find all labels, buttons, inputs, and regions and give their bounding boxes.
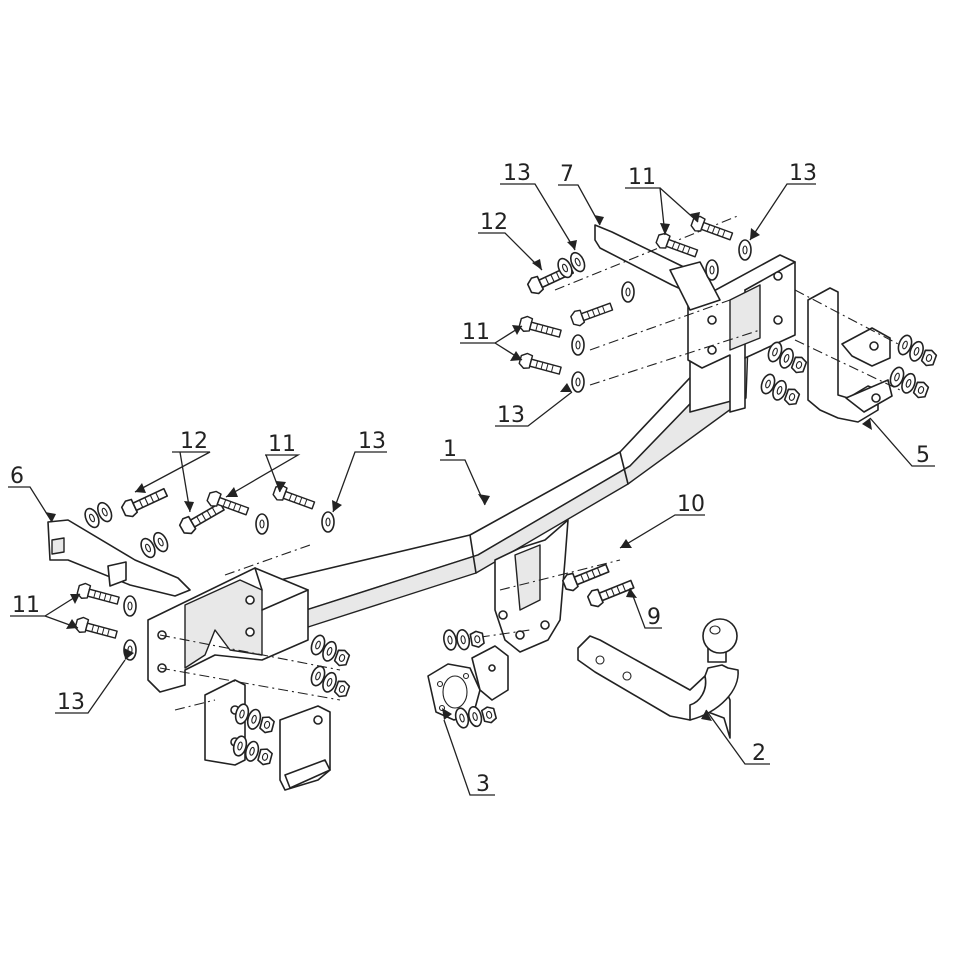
left-side-bracket — [47, 519, 191, 597]
callout-13-right-top-right: 13 — [789, 161, 817, 186]
washer-right-top-2 — [705, 259, 719, 281]
nuts-right-plate-b — [758, 373, 802, 407]
tow-ball — [577, 618, 739, 739]
nuts-left-plate-b — [308, 665, 352, 699]
washers-left-a — [81, 499, 116, 531]
callout-10: 10 — [677, 492, 705, 517]
callout-12-left: 12 — [180, 429, 208, 454]
callout-13-right-top-left: 13 — [503, 161, 531, 186]
callout-11-left-mid: 11 — [12, 593, 40, 618]
bolt-10 — [560, 558, 612, 594]
washer-right-mid — [621, 281, 635, 303]
washer-right-a — [571, 334, 585, 356]
socket-plate — [427, 645, 509, 721]
bolt-11-right-a — [517, 314, 563, 342]
callout-arrowheads — [45, 212, 872, 721]
callout-3: 3 — [476, 772, 490, 797]
callout-1: 1 — [443, 437, 457, 462]
callout-5: 5 — [916, 443, 930, 468]
bolt-11-right-b — [517, 351, 563, 379]
nuts-right-plate-a — [765, 341, 809, 375]
bolt-11-left-a — [75, 581, 121, 609]
right-side-bracket — [594, 224, 721, 311]
washers-left-b — [137, 529, 172, 561]
callout-7: 7 — [560, 162, 574, 187]
nuts-far-right-a — [895, 334, 939, 368]
callout-13-left-low: 13 — [57, 690, 85, 715]
callout-13-right-mid: 13 — [497, 403, 525, 428]
callout-9: 9 — [647, 605, 661, 630]
left-mount-bracket — [204, 679, 331, 791]
centre-bracket — [494, 519, 569, 653]
nuts-far-right-b — [887, 366, 931, 400]
callout-6: 6 — [10, 464, 24, 489]
callout-2: 2 — [752, 741, 766, 766]
washer-13-right-b — [571, 371, 585, 393]
left-end-plate — [147, 567, 309, 693]
washer-left-top-a — [255, 513, 269, 535]
washer-left-a — [123, 595, 137, 617]
washer-13-right-top — [738, 239, 752, 261]
callout-12-right: 12 — [480, 210, 508, 235]
callout-11-left-top: 11 — [268, 432, 296, 457]
bolt-11-left-b — [73, 615, 119, 643]
right-mount-bracket — [807, 287, 893, 423]
callout-13-left-top: 13 — [358, 429, 386, 454]
callout-labels: 1 2 3 5 6 7 9 10 11 11 11 11 12 12 13 13… — [10, 161, 930, 797]
nuts-centre-a — [442, 624, 484, 652]
bolt-right-mid — [568, 298, 615, 329]
callout-leaders — [8, 183, 935, 796]
callout-11-right-top: 11 — [628, 165, 656, 190]
washer-13-left-top — [321, 511, 335, 533]
bolt-9 — [585, 574, 637, 610]
callout-11-right-mid: 11 — [462, 320, 490, 345]
nuts-left-plate-a — [308, 634, 352, 668]
